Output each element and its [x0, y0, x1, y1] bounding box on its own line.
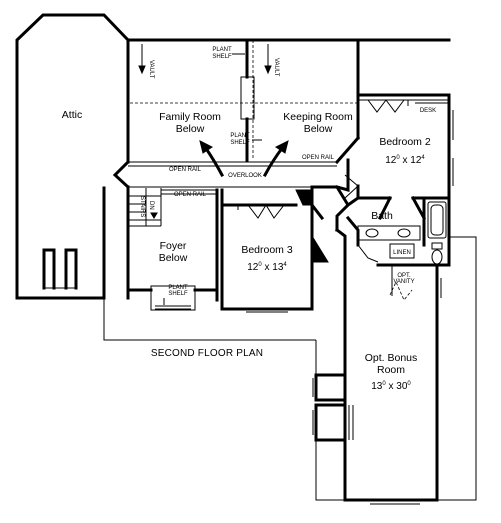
bedroom-2-label: Bedroom 2: [379, 136, 431, 148]
bedroom-3: Bedroom 3 120 x 134: [220, 188, 325, 313]
bedroom-3-dimensions: 120 x 134: [247, 262, 287, 273]
bonus-room-dimensions: 130 x 300: [371, 381, 411, 392]
stairs: STAIRS DN: [128, 188, 162, 227]
plant-shelf-label-mid-1: PLANT: [230, 133, 250, 139]
open-rail-label-3: OPEN RAIL: [174, 192, 207, 198]
foyer-below-label: Below: [159, 252, 188, 264]
attic-area: Attic: [15, 13, 131, 300]
plant-shelf-foyer-1: PLANT: [168, 285, 188, 291]
bedroom-2: DESK Bedroom 2 120 x 124: [334, 38, 454, 200]
plant-shelf-label-mid-2: SHELF: [230, 140, 250, 146]
overlook-arrow-left: [199, 140, 225, 178]
keeping-room-label: Keeping Room: [283, 111, 353, 123]
plan-title: SECOND FLOOR PLAN: [151, 348, 263, 359]
desk-label: DESK: [420, 108, 436, 114]
vault-label-left: VAULT: [148, 60, 154, 79]
footprint-outline: [103, 236, 477, 501]
stairs-down-label: DN: [148, 201, 154, 210]
overlook-arrow-right: [262, 140, 289, 178]
central-hall: [310, 185, 350, 311]
attic-label: Attic: [62, 109, 82, 121]
foyer-area: OPEN RAIL STAIRS DN Foyer Below PLANT SH…: [126, 185, 219, 311]
vault-label-right: VAULT: [273, 58, 279, 77]
opt-vanity-label-2: VANITY: [393, 279, 414, 285]
open-rail-label-1: OPEN RAIL: [169, 167, 202, 173]
plant-shelf-label-top-1: PLANT: [212, 47, 232, 53]
keeping-room-below-label: Below: [304, 123, 333, 135]
bonus-room: OPT. VANITY Opt. Bonus Room 130 x 300: [312, 243, 451, 505]
plant-shelf-label-top-2: SHELF: [212, 54, 232, 60]
family-room-label: Family Room: [159, 111, 221, 123]
open-rail-corridor: OPEN RAIL OPEN RAIL OVERLOOK: [112, 155, 337, 190]
bath-label: Bath: [371, 210, 393, 222]
bath-area: Bath LINEN: [345, 195, 451, 265]
plant-shelf-foyer-2: SHELF: [168, 291, 188, 297]
opt-vanity-label-1: OPT.: [397, 273, 411, 279]
bedroom-3-label: Bedroom 3: [241, 244, 293, 256]
bedroom-2-dimensions: 120 x 124: [385, 155, 425, 166]
foyer-label: Foyer: [160, 240, 187, 252]
stairs-label: STAIRS: [139, 196, 145, 217]
linen-label: LINEN: [393, 250, 411, 256]
family-room-below-label: Below: [176, 123, 205, 135]
bonus-room-label-1: Opt. Bonus: [365, 352, 418, 364]
bonus-room-label-2: Room: [377, 364, 405, 376]
overlook-section: VAULT VAULT PLANT SHELF PLANT SHELF Fami…: [126, 38, 451, 178]
overlook-label: OVERLOOK: [228, 173, 262, 179]
vault-arrow-right: VAULT: [264, 44, 279, 77]
vault-arrow-left: VAULT: [138, 44, 154, 79]
open-rail-label-2: OPEN RAIL: [302, 155, 335, 161]
